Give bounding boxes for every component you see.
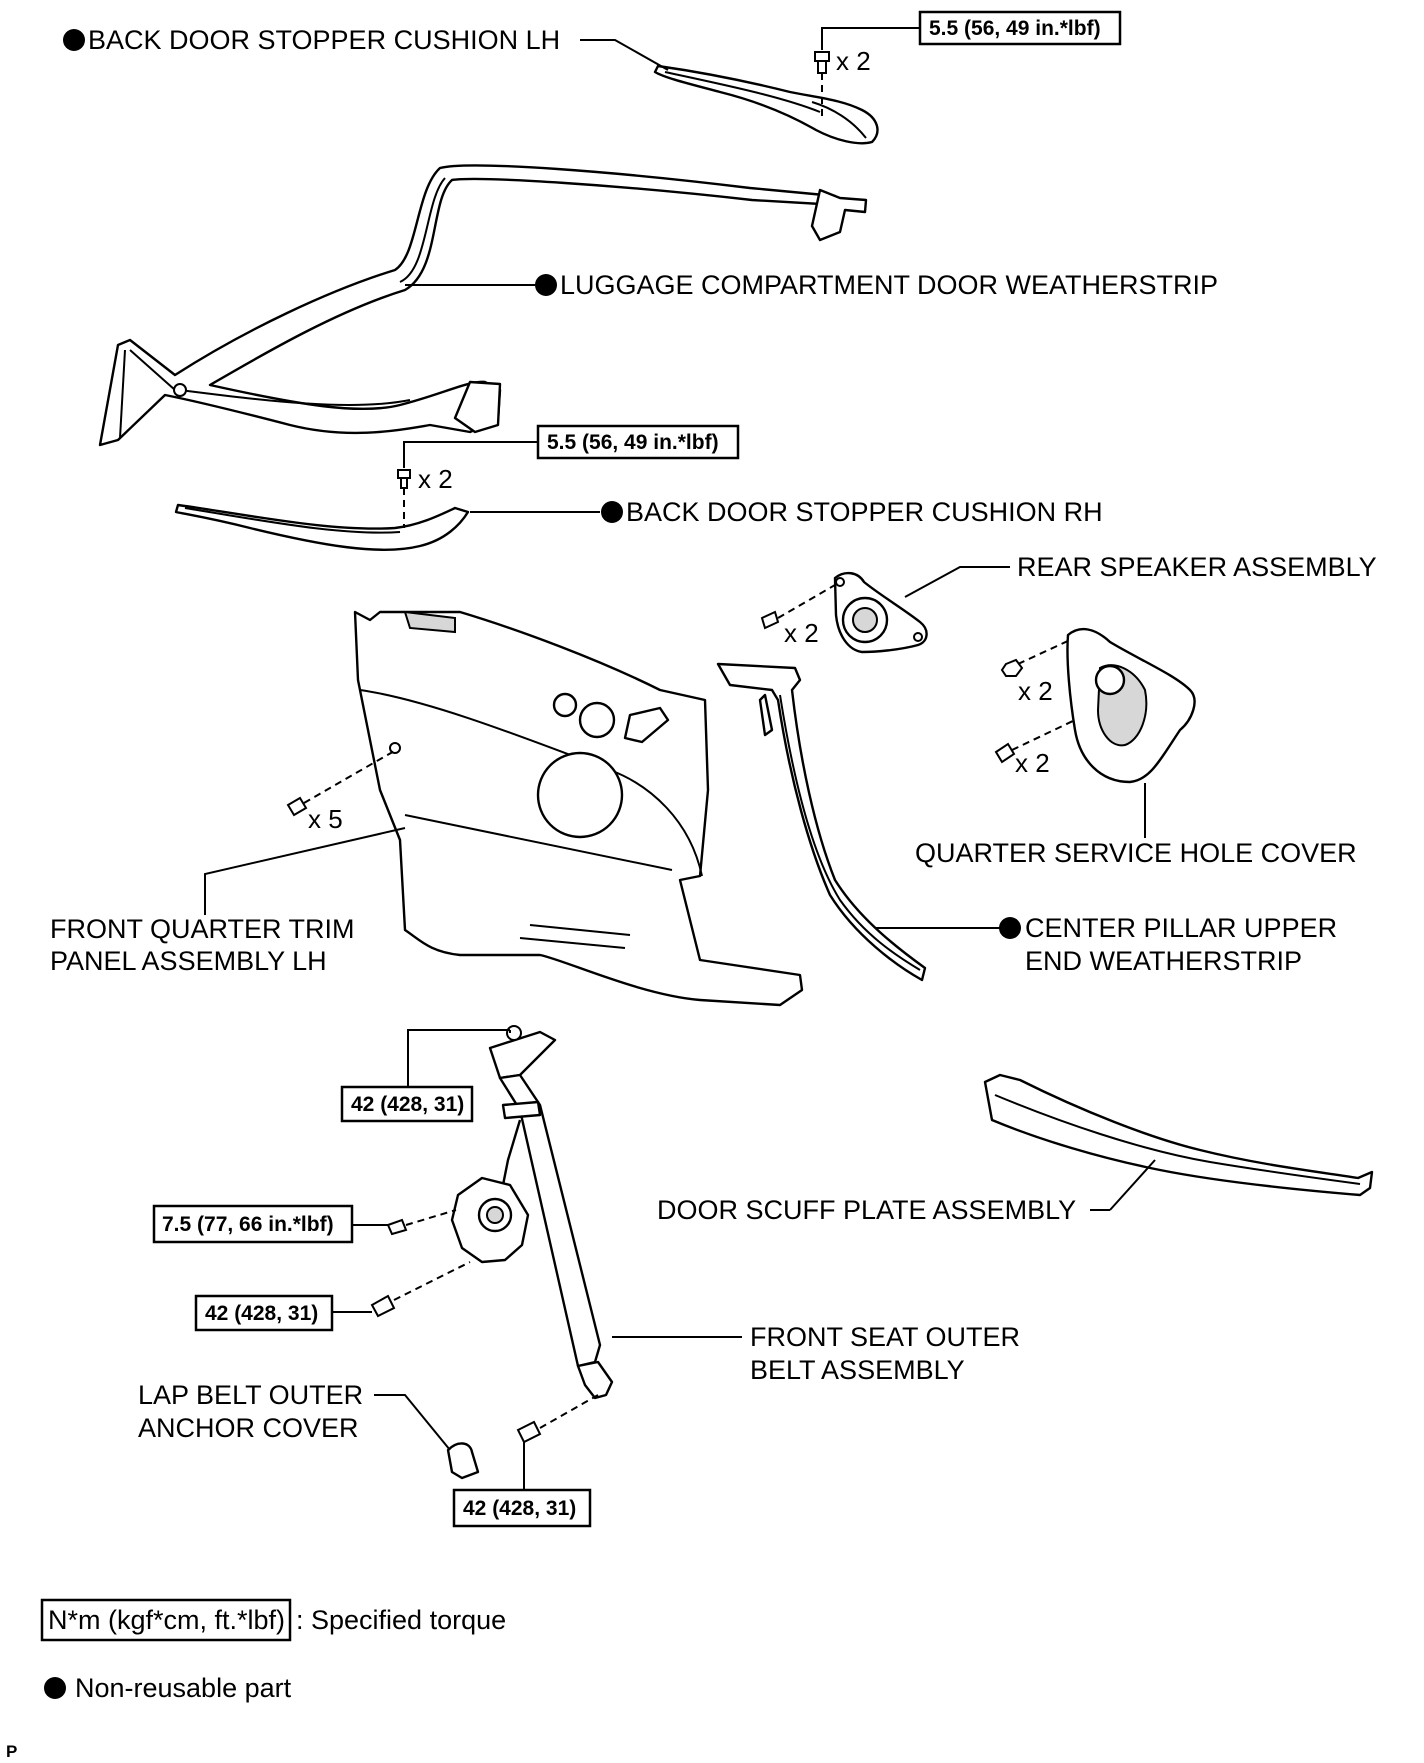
torque-spec: 5.5 (56, 49 in.*lbf) (547, 431, 719, 454)
torque-spec: 42 (428, 31) (205, 1302, 318, 1325)
nut-icon (1000, 658, 1024, 677)
bolt-icon (397, 469, 411, 489)
back-door-stopper-cushion-rh (174, 503, 470, 551)
torque-spec-box (536, 424, 740, 460)
torque-spec-box (152, 1204, 354, 1244)
bolt-icon (286, 796, 308, 817)
bolt-icon (386, 1218, 408, 1236)
label-center-pillar-line2: END WEATHERSTRIP (1025, 946, 1302, 976)
torque-spec: 42 (428, 31) (351, 1093, 464, 1116)
quantity-label: x 5 (308, 804, 343, 834)
quantity-label: x 2 (836, 46, 871, 76)
label-front-quarter-trim-line1: FRONT QUARTER TRIM (50, 914, 355, 944)
corner-mark: P (6, 1742, 17, 1761)
quantity-label: x 2 (418, 464, 453, 494)
legend-torque-box (40, 1598, 292, 1642)
label-lap-belt-line1: LAP BELT OUTER (138, 1380, 363, 1410)
luggage-compartment-door-weatherstrip (98, 164, 868, 447)
label-back-door-stopper-cushion-lh: BACK DOOR STOPPER CUSHION LH (88, 25, 560, 55)
quarter-service-hole-cover (1066, 627, 1196, 784)
legend-torque-units: N*m (kgf*cm, ft.*lbf) (48, 1605, 285, 1635)
bolt-icon (994, 742, 1016, 764)
front-quarter-trim-panel-assembly-lh (353, 610, 804, 1007)
quantity-label: x 2 (1015, 748, 1050, 778)
label-rear-speaker-assembly: REAR SPEAKER ASSEMBLY (1017, 552, 1377, 582)
label-front-seat-belt-line2: BELT ASSEMBLY (750, 1355, 965, 1385)
label-quarter-service-hole-cover: QUARTER SERVICE HOLE COVER (915, 838, 1357, 868)
lap-belt-outer-anchor-cover (446, 1442, 480, 1480)
quantity-label: x 2 (784, 618, 819, 648)
label-front-quarter-trim-line2: PANEL ASSEMBLY LH (50, 946, 327, 976)
torque-spec: 7.5 (77, 66 in.*lbf) (162, 1213, 334, 1236)
bolt-icon (814, 51, 830, 74)
filled-circle-icon (999, 917, 1021, 939)
legend-nonreusable-text: Non-reusable part (75, 1673, 292, 1703)
torque-spec-box (452, 1488, 592, 1528)
filled-circle-icon (44, 1677, 66, 1699)
filled-circle-icon (63, 29, 85, 51)
center-pillar-upper-end-weatherstrip (716, 662, 927, 982)
label-door-scuff-plate-assembly: DOOR SCUFF PLATE ASSEMBLY (657, 1195, 1076, 1225)
bolt-icon (760, 610, 780, 630)
legend-torque-text: : Specified torque (296, 1605, 506, 1635)
quantity-label: x 2 (1018, 676, 1053, 706)
torque-spec-box (918, 10, 1122, 46)
label-center-pillar-line1: CENTER PILLAR UPPER (1025, 913, 1337, 943)
label-lap-belt-line2: ANCHOR COVER (138, 1413, 359, 1443)
torque-spec-box (194, 1294, 334, 1332)
label-back-door-stopper-cushion-rh: BACK DOOR STOPPER CUSHION RH (626, 497, 1103, 527)
label-luggage-compartment-door-weatherstrip: LUGGAGE COMPARTMENT DOOR WEATHERSTRIP (560, 270, 1218, 300)
rear-speaker-assembly (833, 571, 928, 654)
torque-spec: 42 (428, 31) (463, 1497, 576, 1520)
torque-spec: 5.5 (56, 49 in.*lbf) (929, 17, 1101, 40)
door-scuff-plate-assembly (983, 1073, 1374, 1197)
label-front-seat-belt-line1: FRONT SEAT OUTER (750, 1322, 1020, 1352)
torque-spec-box (340, 1085, 474, 1123)
bolt-icon (370, 1294, 396, 1318)
filled-circle-icon (535, 274, 557, 296)
front-seat-outer-belt-assembly (450, 1025, 614, 1400)
bolt-icon (516, 1420, 542, 1444)
back-door-stopper-cushion-lh (653, 64, 879, 145)
filled-circle-icon (601, 501, 623, 523)
